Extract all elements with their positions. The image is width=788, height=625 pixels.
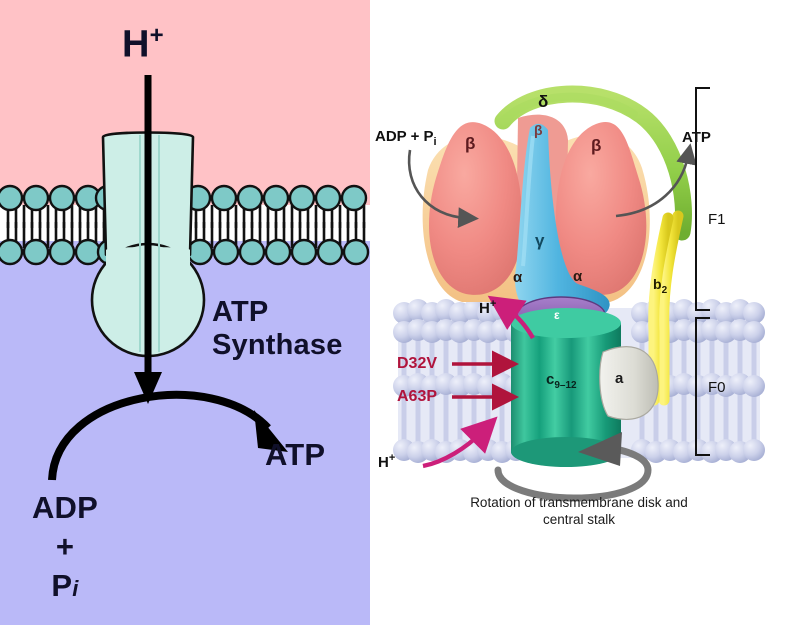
f0-bracket-label: F0 <box>708 379 726 396</box>
c-ring-subunit <box>511 308 621 467</box>
lipid-bilayer <box>0 184 370 266</box>
right-atp-label: ATP <box>682 129 711 146</box>
f1-bracket <box>695 87 710 311</box>
adp-to-atp-arrow <box>48 390 288 481</box>
b2-stator-subunit <box>648 210 684 406</box>
rotation-arrow <box>494 432 652 502</box>
atp-synthase-label-line1: ATP <box>212 296 269 328</box>
a-subunit-label: a <box>615 370 624 387</box>
b2-subunit-label: b2 <box>653 276 668 296</box>
proton-in-label: H+ <box>378 452 396 471</box>
gamma-subunit-label: γ <box>535 231 545 250</box>
beta-subunit-right <box>555 122 647 295</box>
adp-text: ADP <box>31 490 99 525</box>
proton-out-label: H+ <box>479 298 497 317</box>
inorganic-phosphate-text: Pi <box>51 568 79 603</box>
mutation-label-d32v: D32V <box>397 355 438 372</box>
left-panel-graphics <box>0 75 370 481</box>
atp-synthase-label: ATP Synthase <box>212 296 343 362</box>
rotation-caption: Rotation of transmembrane disk and centr… <box>470 495 688 527</box>
beta-right-label: β <box>591 136 602 155</box>
alpha-right-label: α <box>573 268 583 285</box>
beta-left-label: β <box>465 134 476 153</box>
proton-out-arrow <box>422 416 498 469</box>
a-subunit <box>599 346 659 420</box>
f0-bracket <box>695 317 710 456</box>
proton-flow-arrow <box>134 75 162 404</box>
c-ring-label: c9–12 <box>546 371 577 391</box>
left-atp-product-label: ATP <box>265 437 326 472</box>
delta-subunit-label: δ <box>538 92 549 111</box>
beta-middle-label: β <box>534 122 543 138</box>
epsilon-subunit-label: ε <box>554 308 560 322</box>
plus-sign: + <box>55 529 75 564</box>
left-panel-simplified-schematic: H+ ATP Synthase ATP ADP + Pi <box>0 0 370 625</box>
right-panel-detailed-structure: ADP + Pi ATP δ β β β γ α α ε b2 c9–12 a … <box>370 0 788 625</box>
gamma-central-stalk <box>515 123 610 325</box>
adp-entry-arrow <box>407 149 479 228</box>
right-panel-graphics <box>393 85 765 502</box>
left-proton-label: H+ <box>122 22 164 66</box>
right-adp-pi-label: ADP + Pi <box>375 128 437 148</box>
alpha-left-label: α <box>513 269 523 286</box>
mutation-label-a63p: A63P <box>397 388 438 405</box>
f1-bracket-label: F1 <box>708 211 726 228</box>
atp-synthase-label-line2: Synthase <box>212 329 343 361</box>
atp-exit-arrow <box>615 143 697 218</box>
delta-subunit <box>494 85 692 241</box>
proton-in-arrow <box>487 295 535 340</box>
left-adp-pi-substrate-label: ADP + Pi <box>13 488 117 608</box>
